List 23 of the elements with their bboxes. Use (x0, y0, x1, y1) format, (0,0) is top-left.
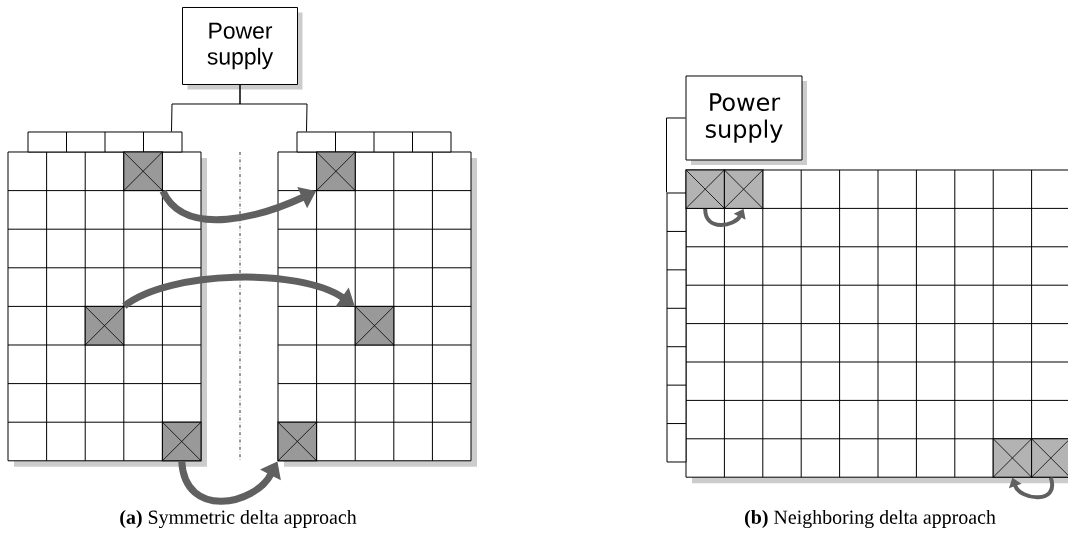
curved-arrow (159, 187, 316, 224)
power-supply-box: Power supply (685, 75, 807, 165)
shaded-cell (723, 169, 764, 210)
supply-strip (296, 131, 452, 153)
shaded-cell (354, 305, 395, 346)
shaded-cell (122, 151, 164, 192)
shaded-cell (84, 305, 125, 346)
shaded-cell (992, 437, 1033, 479)
caption: (a) Symmetric delta approach (120, 509, 357, 529)
caption: (b) Neighboring delta approach (745, 509, 996, 529)
shaded-cell (315, 151, 357, 192)
curved-arrow (703, 208, 746, 227)
curved-arrow (1008, 477, 1055, 500)
supply-line (239, 84, 308, 132)
curved-arrow (178, 460, 281, 505)
shaded-cell (161, 421, 202, 462)
power-supply-box: Power supply (182, 7, 303, 90)
shaded-cell (685, 169, 726, 210)
shaded-cell (1030, 437, 1068, 479)
supply-strip (27, 131, 183, 153)
supply-line (666, 117, 686, 193)
shaded-cell (277, 421, 318, 462)
supply-strip (666, 192, 687, 463)
